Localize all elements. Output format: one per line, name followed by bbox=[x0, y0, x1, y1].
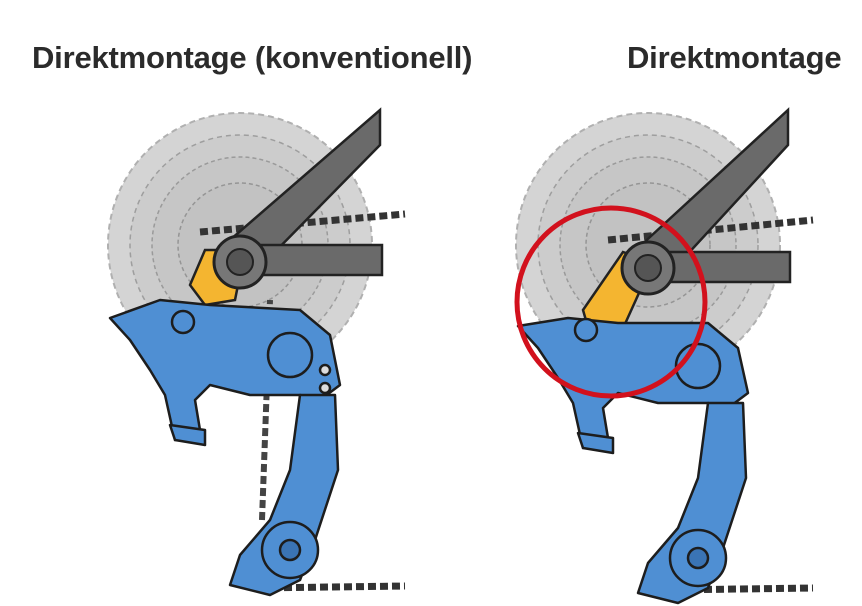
panel-title-conventional: Direktmontage (konventionell) bbox=[32, 40, 473, 75]
panel-title-direct-mount: Direktmontage bbox=[627, 40, 842, 75]
highlight-circle bbox=[514, 205, 708, 399]
rear-derailleur bbox=[516, 316, 750, 605]
panel-direct-mount-drawing bbox=[514, 107, 814, 605]
panel-conventional-drawing bbox=[108, 110, 405, 595]
